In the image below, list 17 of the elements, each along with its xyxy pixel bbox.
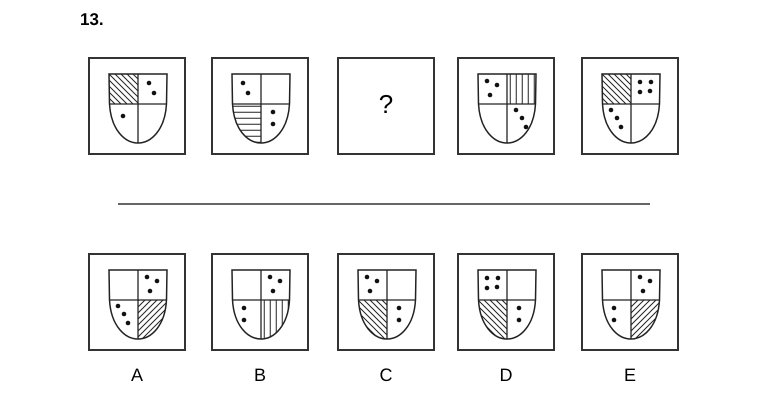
option-letter: B: [252, 365, 267, 386]
puzzle-card: [337, 57, 435, 155]
shield-card: [457, 57, 555, 155]
option-letter: C: [378, 365, 394, 386]
shield-card: [581, 57, 679, 155]
shield-card: [88, 57, 186, 155]
option-letter: A: [130, 365, 144, 386]
shield-card: [457, 253, 555, 351]
shield-card: [88, 253, 186, 351]
option-letter: E: [622, 365, 637, 386]
shield-card: [337, 253, 435, 351]
shield-card: [211, 253, 309, 351]
shield-card: [211, 57, 309, 155]
shield-card: [581, 253, 679, 351]
question-number: 13.: [80, 10, 104, 30]
option-letter: D: [498, 365, 514, 386]
question-mark: ?: [378, 89, 394, 120]
